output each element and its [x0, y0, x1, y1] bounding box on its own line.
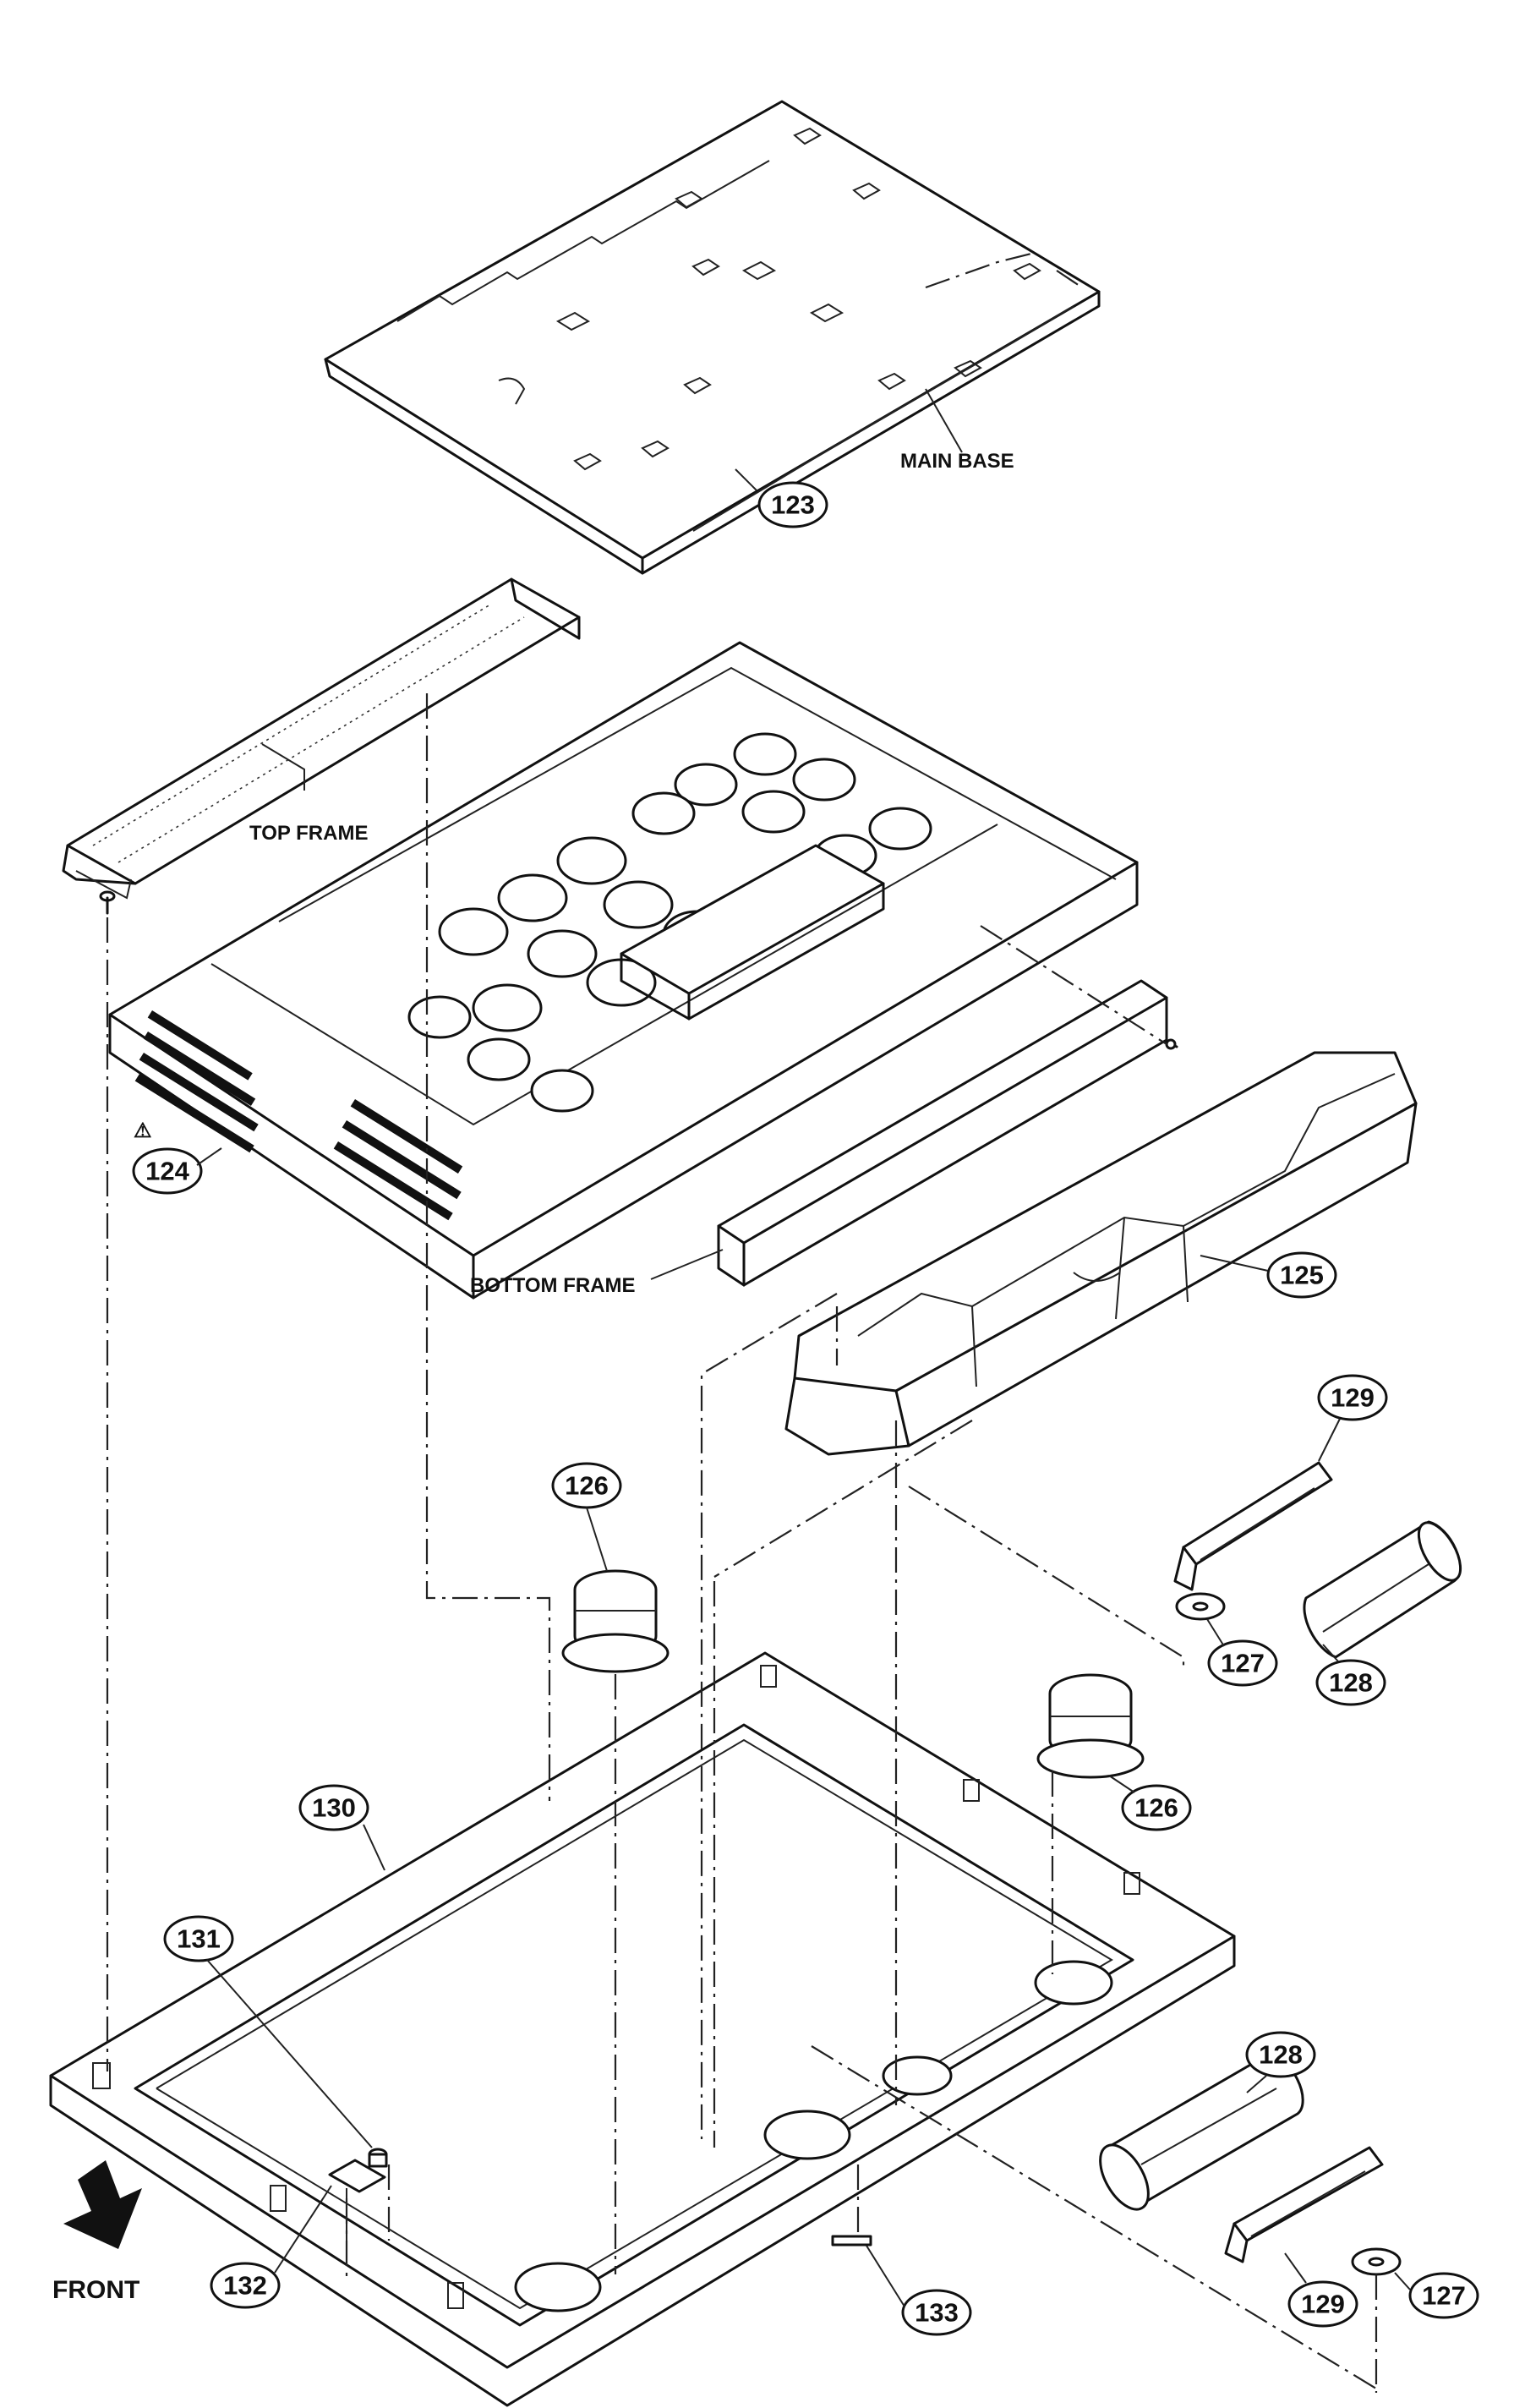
callout-126-left: 126	[551, 1462, 622, 1509]
callout-127-upper: 127	[1207, 1639, 1278, 1687]
main-base-plate	[324, 100, 1101, 575]
callout-124: 124	[132, 1147, 203, 1195]
svg-text:128: 128	[1259, 2040, 1303, 2070]
duct-128-upper	[1303, 1520, 1462, 1659]
svg-text:128: 128	[1329, 1668, 1373, 1698]
svg-text:127: 127	[1221, 1649, 1265, 1678]
warning-icon: ⚠	[134, 1119, 152, 1142]
callout-132: 132	[210, 2262, 281, 2309]
bracket-129-upper	[1173, 1461, 1333, 1591]
callout-133: 133	[901, 2289, 972, 2336]
button-131	[368, 2148, 388, 2168]
washer-127-upper	[1175, 1592, 1226, 1621]
svg-text:124: 124	[145, 1157, 189, 1186]
svg-text:131: 131	[177, 1924, 221, 1954]
main-base-label: MAIN BASE	[900, 450, 1014, 473]
vent-grille-left	[134, 1010, 259, 1153]
callout-125: 125	[1266, 1251, 1337, 1299]
svg-text:126: 126	[565, 1471, 609, 1501]
speaker-126-left	[561, 1569, 670, 1673]
svg-text:123: 123	[771, 490, 815, 520]
bracket-129-lower	[1224, 2146, 1384, 2263]
svg-text:125: 125	[1280, 1261, 1324, 1290]
svg-text:132: 132	[223, 2271, 267, 2301]
callout-129-lower: 129	[1287, 2280, 1358, 2328]
callout-127-lower: 127	[1408, 2272, 1479, 2319]
bottom-frame-label: BOTTOM FRAME	[470, 1274, 636, 1297]
front-arrow-icon	[63, 2160, 142, 2249]
callout-123: 123	[757, 481, 828, 528]
label-133	[831, 2235, 872, 2247]
chassis-frame	[108, 641, 1178, 1300]
svg-text:133: 133	[915, 2298, 959, 2328]
callout-128-upper: 128	[1315, 1659, 1386, 1706]
assembly-lines	[106, 693, 1378, 2393]
callout-129-upper: 129	[1317, 1374, 1388, 1421]
svg-text:126: 126	[1134, 1793, 1178, 1823]
callout-130: 130	[298, 1784, 369, 1831]
vent-grille-right	[333, 1099, 463, 1221]
callout-126-right: 126	[1121, 1784, 1192, 1831]
top-frame-label: TOP FRAME	[249, 822, 368, 845]
top-frame	[62, 577, 581, 900]
svg-text:129: 129	[1301, 2290, 1345, 2319]
rear-cover-125	[784, 1051, 1418, 1456]
screw-left	[99, 890, 116, 915]
svg-text:130: 130	[312, 1793, 356, 1823]
callout-128-lower: 128	[1245, 2031, 1316, 2078]
svg-text:127: 127	[1422, 2281, 1466, 2311]
speaker-126-right	[1036, 1673, 1145, 1779]
duct-128-lower	[1099, 2053, 1304, 2211]
callout-131: 131	[163, 1915, 234, 1962]
washer-127-lower	[1351, 2247, 1402, 2276]
front-label: FRONT	[52, 2276, 139, 2304]
svg-text:129: 129	[1331, 1383, 1375, 1413]
